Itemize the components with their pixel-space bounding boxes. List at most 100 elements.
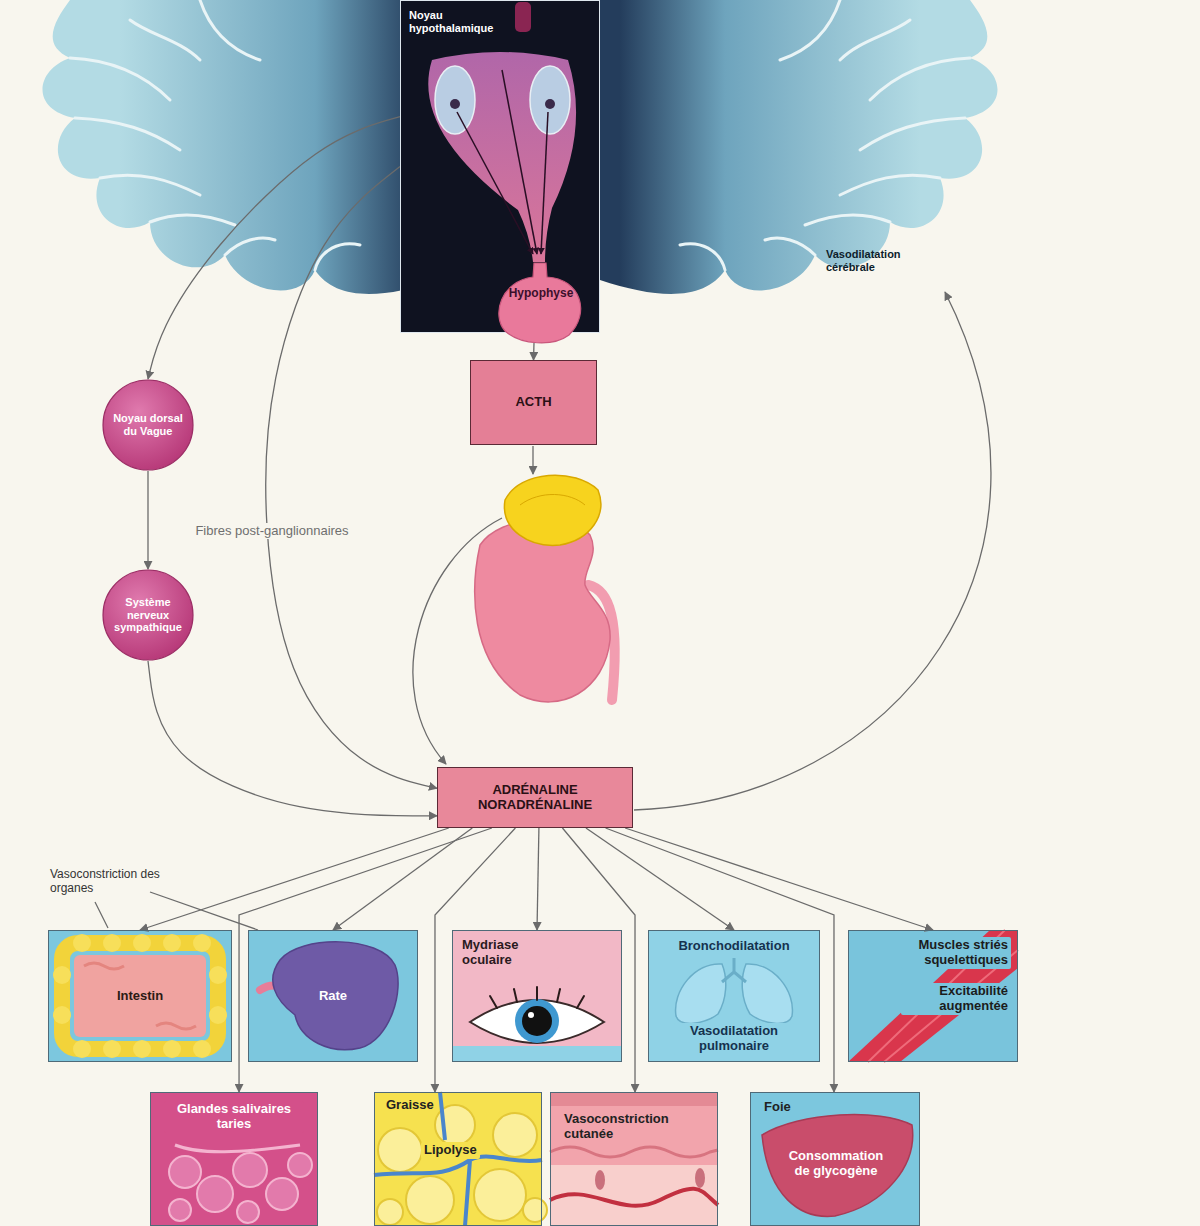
edge-label: Fibres post-ganglionnaires [191,523,352,540]
sulcus [315,244,360,270]
skin-layer [550,1147,718,1157]
lobule [237,1201,259,1223]
sulcus [75,118,180,150]
connector-arrow [562,828,635,1092]
sulcus [840,175,940,195]
brain-sulci [70,0,360,270]
blood-vessel [550,1189,718,1206]
adrenal-arrow [413,518,502,764]
pituitary-gland: Hypophyse [491,263,591,343]
spleen [273,942,398,1050]
connector-arrow [586,828,734,930]
connector-arrow [148,117,400,379]
box-ground [452,930,622,1062]
nucleus-dot [450,99,460,109]
bump [133,1040,151,1058]
brain-lobe [43,0,441,294]
lobule [169,1156,201,1188]
bump [53,966,71,984]
node-text: Consommation de glycogène [781,1148,891,1180]
node-text: Hypophyse [509,287,574,301]
nerve-system-circle: Système nerveux sympathique [102,569,194,661]
hypothalamus-funnel [428,52,576,262]
eyelash [536,987,538,1000]
node-text: Vasoconstriction cutanée [561,1111,701,1143]
dermis [550,1165,718,1226]
pituitary-outline [491,263,591,343]
box-ground [648,930,820,1062]
node-text: ADRÉNALINE NORADRÉNALINE [465,783,605,813]
bump [163,934,181,952]
ventricle [530,66,570,134]
neural-arrows [457,70,548,254]
lobule [197,1176,233,1212]
fat-cell [406,1176,454,1224]
spleen-picture [248,930,418,1062]
liver [762,1115,913,1217]
lobule [233,1153,267,1187]
capillary-network [374,1092,542,1226]
box-ground [150,1092,318,1226]
eyelash [490,996,497,1008]
bump [73,934,91,952]
box-ground [848,930,1018,1062]
eye-white [470,1000,604,1043]
fat-picture [374,1092,547,1226]
acth-arrow [532,446,533,474]
ventricle [435,66,475,134]
magenta-spot [515,2,531,32]
lobule [288,1153,312,1177]
sulcus [680,244,725,270]
fat-cell [378,1128,422,1172]
node-text: Système nerveux sympathique [107,596,189,634]
node-text: Rate [316,988,350,1005]
effect-box: FoieConsommation de glycogène [750,1092,920,1226]
cerebral-arrow [634,292,991,810]
box-ground [48,930,232,1062]
connector-arrow [537,828,539,930]
trachea [722,958,746,982]
hair-follicle [595,1170,605,1190]
kidney [475,519,610,702]
nucleus-dot [545,99,555,109]
hormone-box: ADRÉNALINE NORADRÉNALINE [437,767,633,828]
circle-shape [103,570,193,660]
bump [133,934,151,952]
effect-box: GraisseLipolyse [374,1092,542,1226]
dilated-pupil [522,1006,552,1036]
gland-duct [175,1145,300,1152]
eyelash [577,996,584,1008]
label-holder: Vasoconstriction des organes [50,868,160,896]
connector-arrow [266,167,437,789]
bump [53,1006,71,1024]
sulcus [860,118,965,150]
gland-picture [150,1092,318,1226]
effect-label: Vasodilatation cérébrale [826,248,938,273]
bump [209,966,227,984]
node-text: Graisse [383,1097,437,1114]
connector-arrow [148,661,437,816]
connector-arrow [606,828,834,1092]
intestine-fold [156,1023,196,1029]
bump [163,1040,181,1058]
lung [676,964,726,1023]
lobule [169,1199,191,1221]
box-ground [248,930,418,1062]
eye-picture [452,930,622,1062]
connector-arrow [625,828,933,930]
node-text: Foie [761,1099,794,1116]
connector-arrow [147,471,148,569]
lobule [266,1178,298,1210]
gland-lobules [169,1153,312,1223]
cheek-band [452,1046,622,1062]
epidermis [550,1092,718,1106]
effect-box: Glandes salivaires taries [150,1092,318,1226]
hormone-box: ACTH [470,360,597,445]
effect-box: Mydriase oculaire [452,930,622,1062]
sulcus [130,20,200,60]
adrenal-cortex-line [520,494,585,505]
sulcus [870,58,970,100]
box-ground [550,1092,718,1226]
